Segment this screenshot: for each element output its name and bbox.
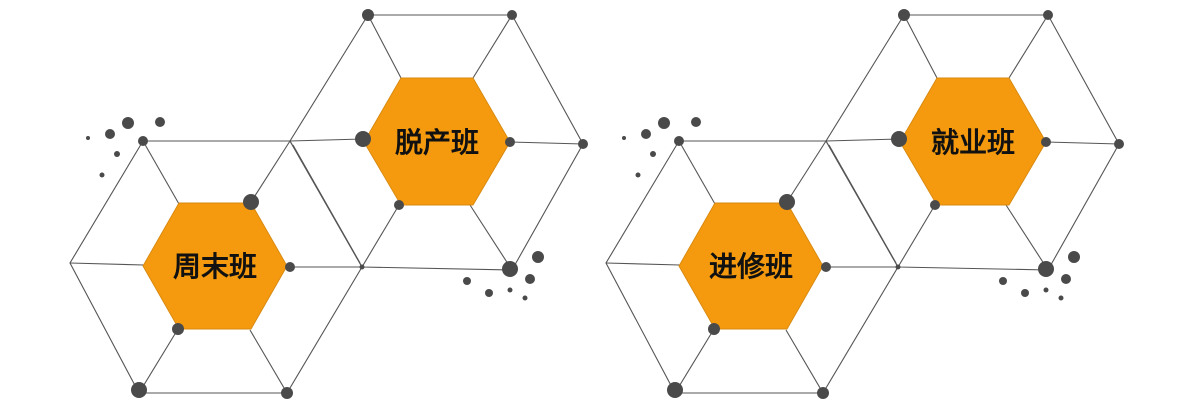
course-label: 脱产班 bbox=[395, 126, 479, 159]
decorative-dots bbox=[622, 117, 1080, 301]
node-dots bbox=[667, 9, 1124, 399]
course-label: 进修班 bbox=[709, 250, 793, 283]
connector-lines bbox=[605, 14, 1120, 394]
course-label: 就业班 bbox=[931, 126, 1015, 159]
course-label: 周末班 bbox=[173, 250, 257, 283]
connector-lines bbox=[69, 14, 584, 394]
course-group-1: 周末班 脱产班 bbox=[69, 9, 588, 399]
course-group-2: 进修班 就业班 bbox=[605, 9, 1124, 399]
decorative-dots bbox=[86, 117, 544, 301]
node-dots bbox=[131, 9, 588, 399]
